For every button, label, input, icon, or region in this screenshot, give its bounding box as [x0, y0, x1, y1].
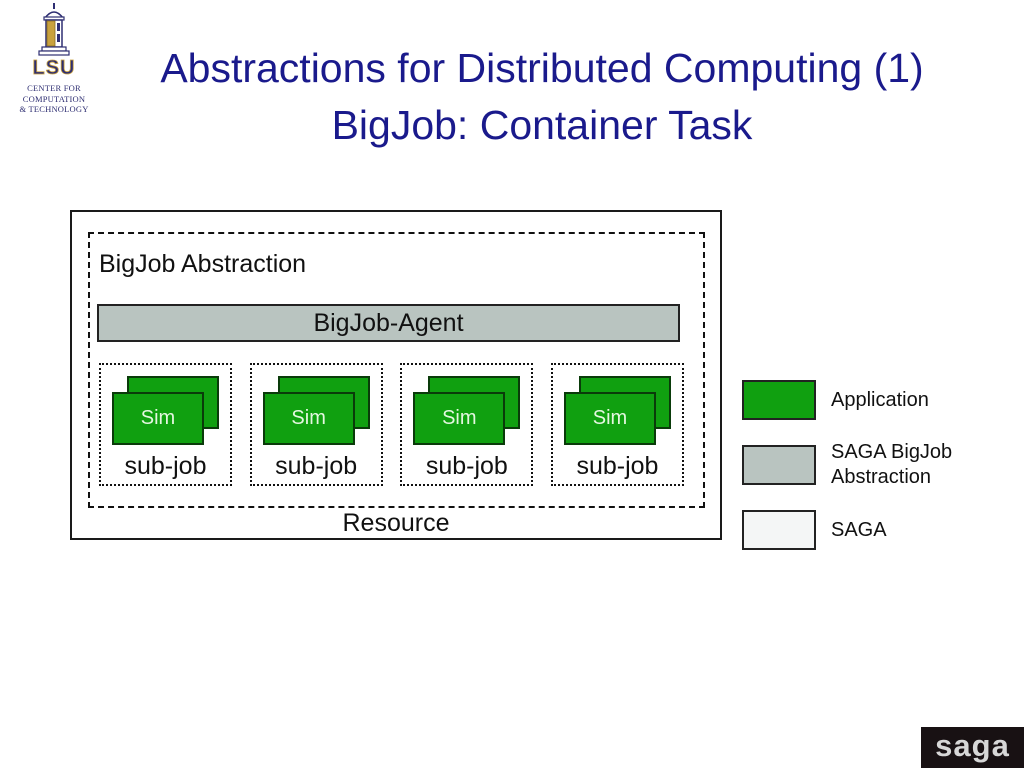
bigjob-agent-bar: BigJob-Agent [97, 304, 680, 342]
saga-logo: saga [921, 727, 1024, 768]
sim-task-front: Sim [112, 392, 204, 445]
resource-box: BigJob Abstraction BigJob-Agent Sim sub-… [70, 210, 722, 540]
legend-item-application: Application [742, 380, 963, 420]
subjob-row: Sim sub-job Sim sub-job Sim sub-job Sim … [99, 363, 684, 486]
application-swatch [742, 380, 816, 420]
slide-title: Abstractions for Distributed Computing (… [100, 40, 984, 154]
subjob-box-2: Sim sub-job [249, 363, 383, 486]
lsu-tower-icon [38, 3, 70, 56]
bigjob-abstraction-box: BigJob Abstraction BigJob-Agent Sim sub-… [88, 232, 705, 508]
subjob-box-4: Sim sub-job [550, 363, 684, 486]
logo-org-line1: CENTER FOR COMPUTATION [22, 83, 86, 104]
legend-label: Application [831, 388, 929, 411]
logo-org-line2: & TECHNOLOGY [19, 104, 89, 114]
lsu-logo: LSU CENTER FOR COMPUTATION & TECHNOLOGY [2, 3, 106, 115]
legend-item-saga: SAGA [742, 510, 963, 550]
subjob-box-3: Sim sub-job [400, 363, 534, 486]
lsu-acronym: LSU [32, 57, 76, 80]
legend-item-saga-bigjob: SAGA BigJob Abstraction [742, 440, 963, 490]
legend: Application SAGA BigJob Abstraction SAGA [742, 380, 963, 570]
legend-label: SAGA [831, 518, 887, 541]
subjob-box-1: Sim sub-job [99, 363, 232, 486]
slide-title-line2: BigJob: Container Task [331, 102, 753, 148]
saga-swatch [742, 510, 816, 550]
subjob-label: sub-job [425, 452, 508, 480]
bigjob-abstraction-label: BigJob Abstraction [99, 250, 307, 278]
subjob-label: sub-job [275, 452, 358, 480]
sim-task-front: Sim [413, 392, 506, 445]
resource-label: Resource [342, 509, 450, 537]
legend-label: SAGA BigJob Abstraction [831, 441, 953, 488]
slide-title-line1: Abstractions for Distributed Computing (… [160, 45, 924, 91]
subjob-label: sub-job [576, 452, 659, 480]
logo-org-text: CENTER FOR COMPUTATION & TECHNOLOGY [2, 83, 106, 115]
subjob-label: sub-job [124, 452, 207, 480]
saga-bigjob-swatch [742, 445, 816, 485]
sim-task-front: Sim [563, 392, 656, 445]
sim-task-front: Sim [262, 392, 355, 445]
